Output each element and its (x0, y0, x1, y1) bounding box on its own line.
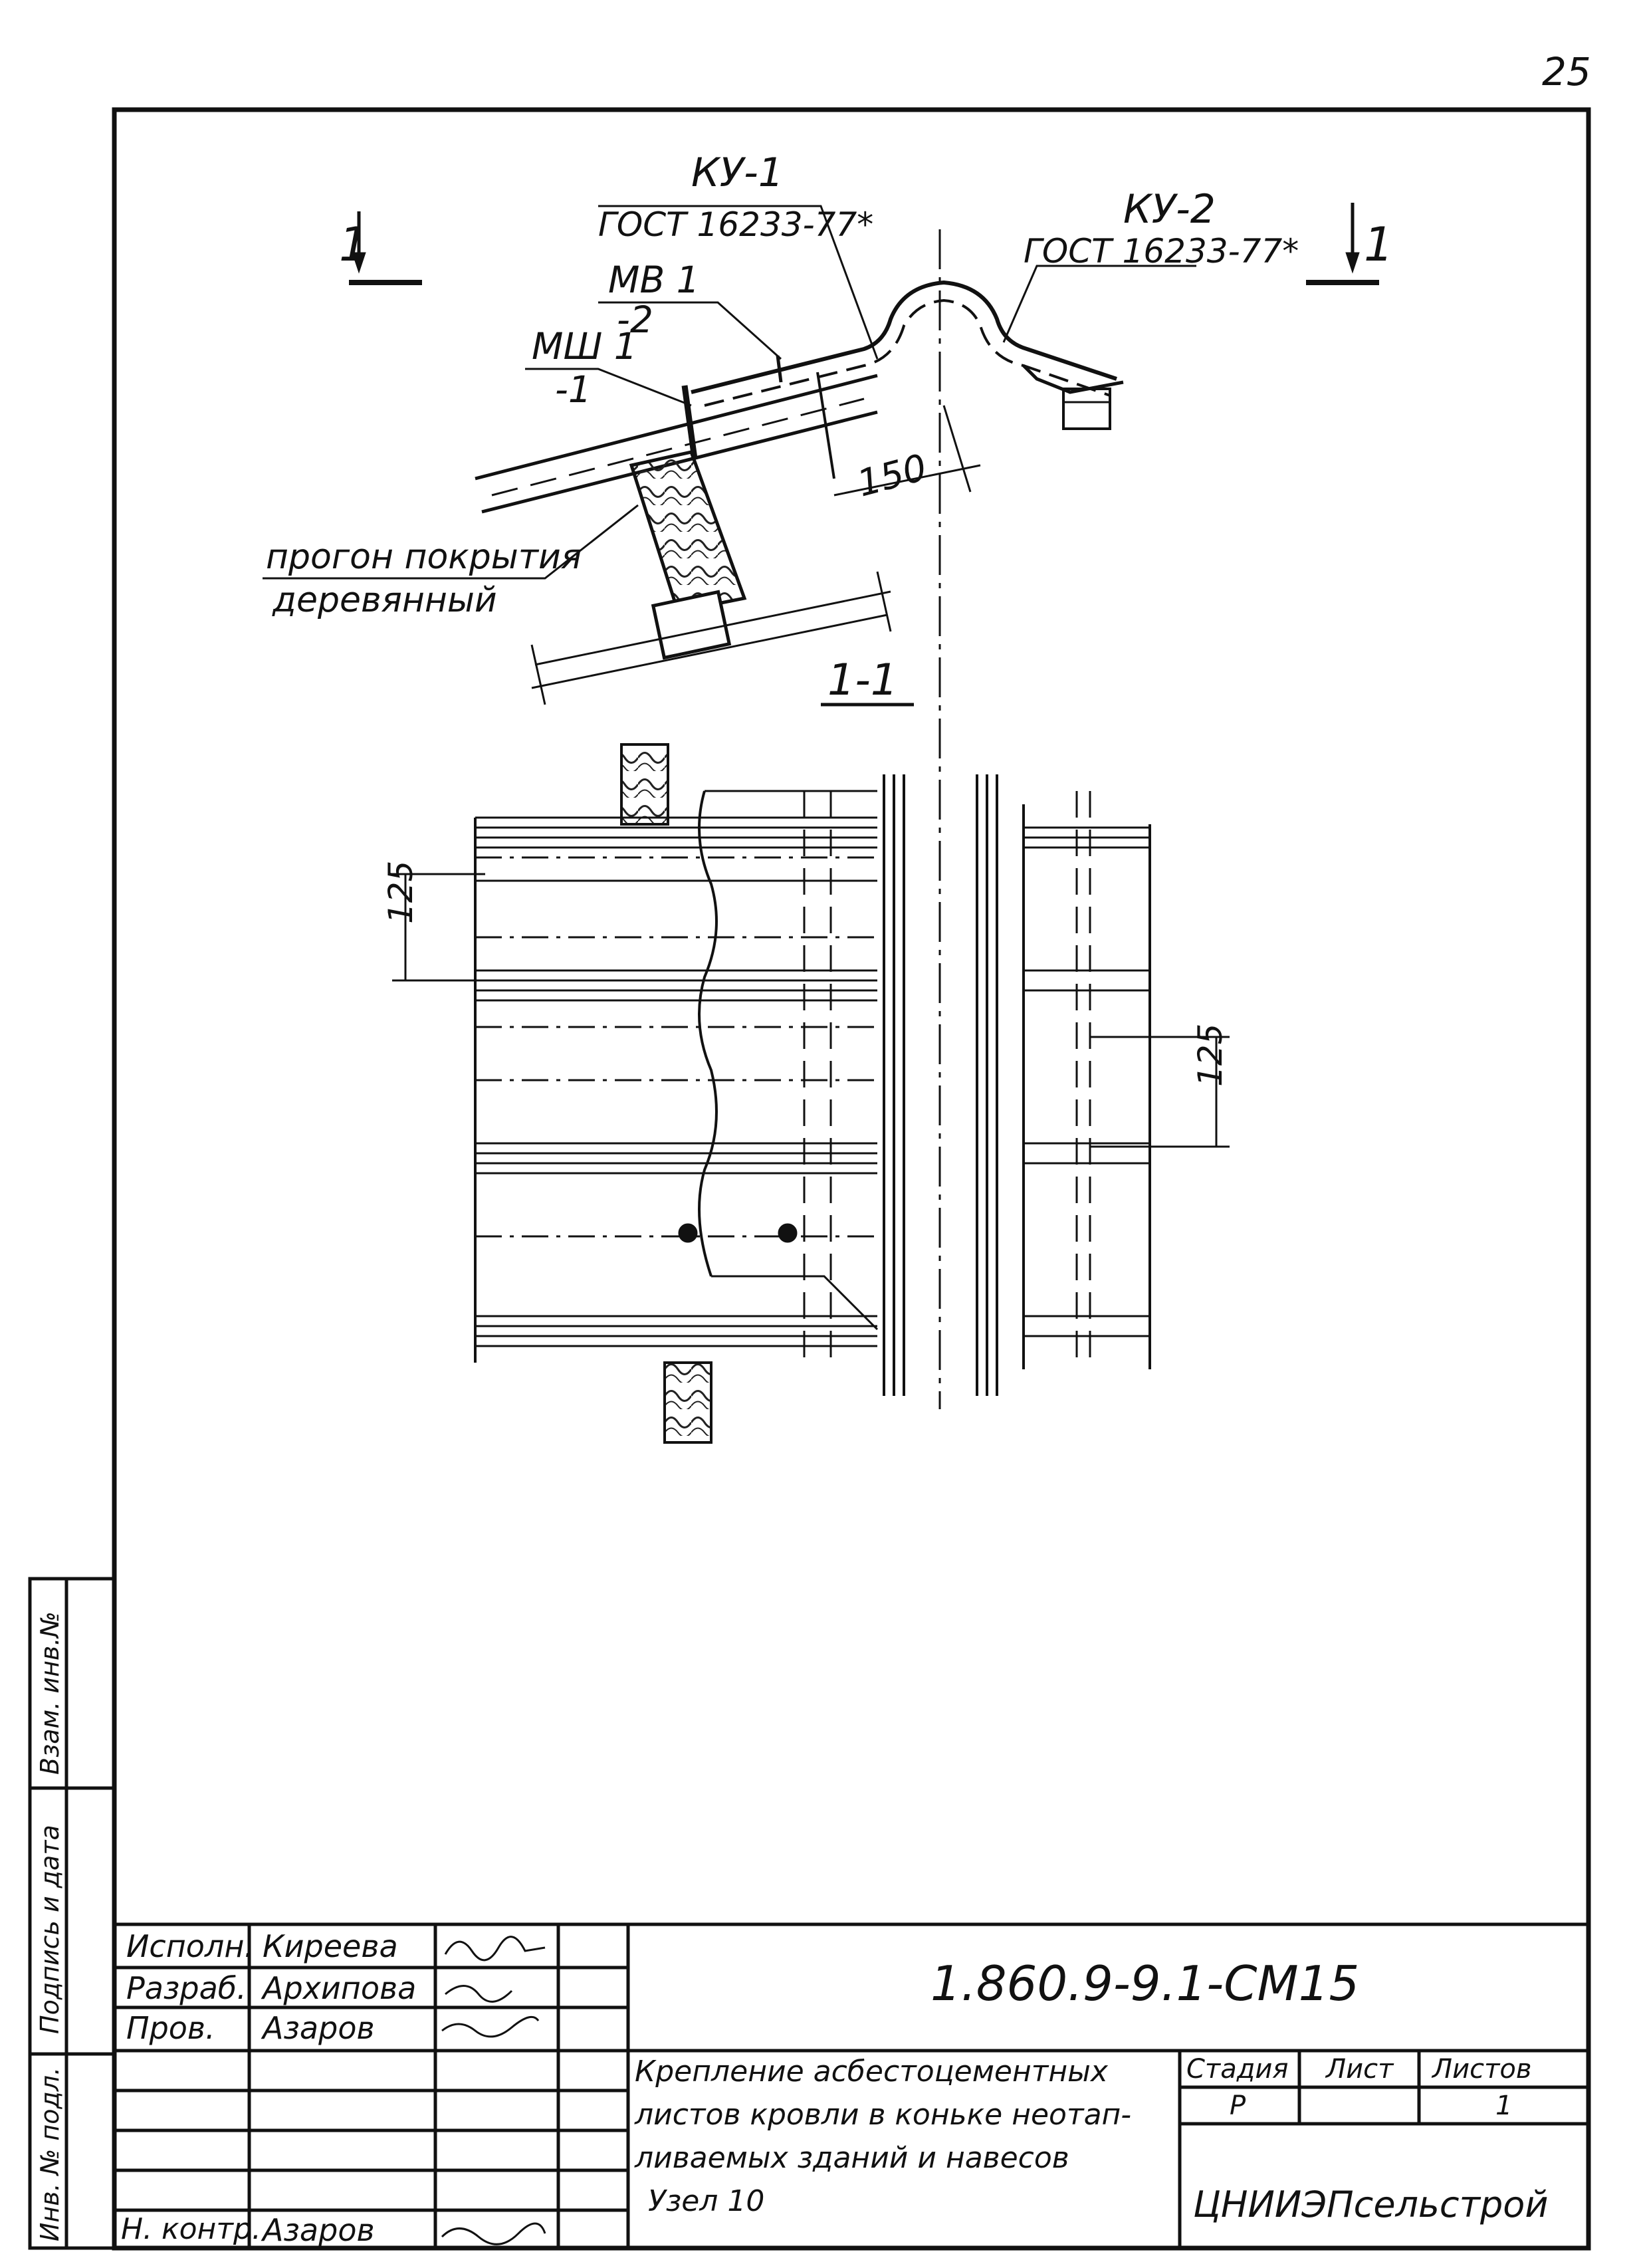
label-ku1: КУ-1 (691, 150, 784, 196)
label-ku1-gost: ГОСТ 16233-77* (598, 205, 873, 244)
role-developer: Разраб. (126, 1970, 247, 2006)
dim-150: 150 (853, 446, 931, 505)
sheet-header: Лист (1326, 2054, 1394, 2085)
sheets-value: 1 (1495, 2091, 1513, 2121)
label-purlin-2: деревянный (272, 580, 497, 620)
role-checker: Пров. (126, 2010, 215, 2046)
plan-view (392, 743, 1230, 1444)
label-msh-sub: -1 (555, 368, 592, 411)
name-developer: Архипова (263, 1970, 417, 2006)
section-labels: 1 1 КУ-1 ГОСТ 16233-77* КУ-2 ГОСТ 16233-… (266, 150, 1394, 705)
label-mv: МВ 1 (608, 259, 700, 301)
dim-125-right: 125 (1191, 1024, 1230, 1087)
title-line-2: листов кровли в коньке неотап- (635, 2098, 1132, 2132)
stage-value: Р (1230, 2091, 1246, 2121)
section-detail (263, 203, 1379, 1409)
stamp-replace-inv: Взам. инв.№ (35, 1611, 64, 1775)
page-number: 25 (1542, 49, 1591, 94)
title-line-3: ливаемых зданий и навесов (635, 2141, 1069, 2175)
name-norm-control: Азаров (263, 2212, 375, 2248)
role-norm-control: Н. контр. (121, 2212, 261, 2246)
section-mark-left: 1 (339, 217, 369, 272)
section-mark-right: 1 (1364, 217, 1394, 272)
label-msh: МШ 1 (532, 325, 637, 368)
name-checker: Азаров (263, 2010, 375, 2046)
sheets-header: Листов (1432, 2054, 1532, 2085)
organization: ЦНИИЭПсельстрой (1193, 2184, 1549, 2225)
role-executor: Исполн. (126, 1928, 255, 1964)
title-line-1: Крепление асбестоцементных (635, 2055, 1108, 2089)
document-code: 1.860.9-9.1-СМ15 (930, 1956, 1360, 2011)
stamp-inv-original: Инв. № подл. (35, 2067, 64, 2241)
stage-header: Стадия (1186, 2054, 1289, 2085)
side-stamp (28, 1577, 116, 2250)
label-ku2: КУ-2 (1123, 186, 1216, 233)
label-ku2-gost: ГОСТ 16233-77* (1024, 232, 1299, 271)
sheet-frame (112, 107, 1591, 2251)
title-line-4: Узел 10 (648, 2184, 765, 2218)
title-block (114, 1922, 1588, 2248)
section-title: 1-1 (827, 655, 898, 705)
dim-125-left: 125 (382, 861, 420, 924)
stamp-signature-date: Подпись и дата (35, 1825, 64, 2034)
label-mv-sub: -2 (617, 298, 653, 341)
label-purlin-1: прогон покрытия (266, 537, 582, 577)
name-executor: Киреева (263, 1928, 398, 1964)
signatures (441, 1936, 546, 2245)
